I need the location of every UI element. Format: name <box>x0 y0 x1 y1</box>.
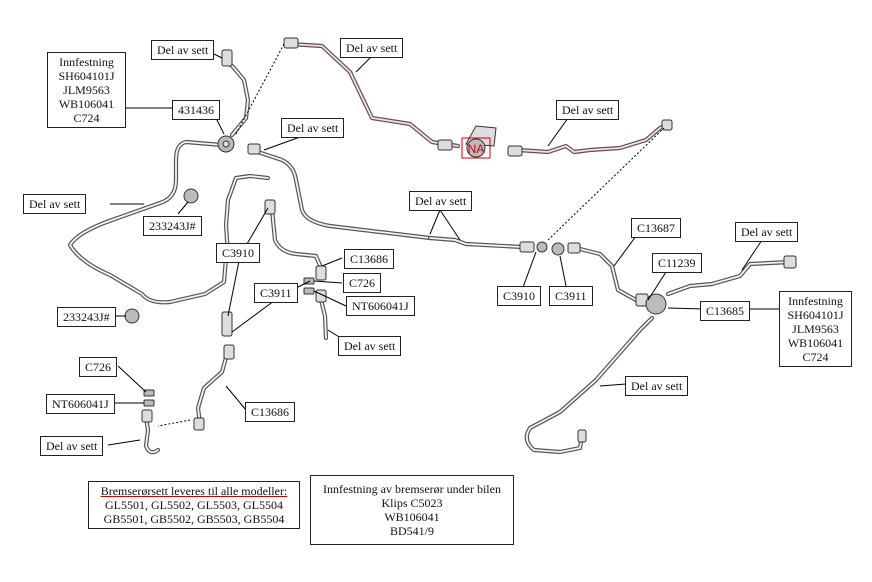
innfestning-right-box: Innfestning SH604101J JLM9563 WB106041 C… <box>779 291 852 367</box>
note-mount-box: Innfestning av bremserør under bilen Kli… <box>310 475 514 545</box>
fitting <box>507 145 523 157</box>
fitting <box>247 143 261 155</box>
fitting <box>221 49 233 67</box>
innfestning-left-line: JLM9563 <box>63 83 110 97</box>
label-233243j: 233243J# <box>143 216 202 236</box>
label-c13685: C13685 <box>700 301 751 321</box>
label-del-av-sett: Del av sett <box>338 336 402 356</box>
innfestning-right-line: C724 <box>802 350 829 364</box>
label-del-av-sett: Del av sett <box>281 118 345 138</box>
label-c3911: C3911 <box>549 286 593 306</box>
brake-pipe-left-loop <box>67 139 229 305</box>
explode-line <box>235 43 285 135</box>
fitting <box>223 344 235 360</box>
innfestning-left-line: C724 <box>73 111 100 125</box>
fitting <box>437 139 453 151</box>
label-c726: C726 <box>79 357 118 377</box>
label-del-av-sett: Del av sett <box>151 40 215 60</box>
brake-pipe-main <box>249 147 525 250</box>
innfestning-right-line: Innfestning <box>788 294 843 308</box>
fitting <box>577 429 587 443</box>
note-models-line: Bremserørsett leveres til alle modeller: <box>100 484 288 498</box>
fitting <box>193 417 205 431</box>
label-c3910: C3910 <box>497 286 542 306</box>
grommet-233243j-icon <box>183 188 199 204</box>
label-del-av-sett: Del av sett <box>556 100 620 120</box>
label-del-av-sett: Del av sett <box>23 194 87 214</box>
innfestning-left-line: SH604101J <box>58 69 115 83</box>
label-del-av-sett: Del av sett <box>409 191 473 211</box>
note-mount-line: WB106041 <box>384 510 440 524</box>
clip-c726-icon <box>143 389 155 397</box>
brake-pipe-upper-left <box>223 57 251 138</box>
label-del-av-sett: Del av sett <box>40 436 104 456</box>
label-c726: C726 <box>343 273 382 293</box>
label-c3910: C3910 <box>216 243 261 263</box>
fitting <box>661 119 673 131</box>
label-c11239: C11239 <box>652 253 702 273</box>
brake-pipe-right <box>524 245 793 455</box>
nut-nt606041j-icon <box>143 399 155 407</box>
label-c13686: C13686 <box>245 402 296 422</box>
label-431436: 431436 <box>172 100 220 120</box>
nut-nt606041j-icon <box>303 287 315 295</box>
explode-line <box>547 127 665 241</box>
note-mount-line: Innfestning av bremserør under bilen <box>323 482 501 496</box>
na-marker: NA <box>468 142 485 156</box>
label-c13686: C13686 <box>344 249 395 269</box>
label-nt606041j: NT606041J <box>46 394 115 414</box>
fitting <box>264 199 276 215</box>
t-piece-c11239-icon <box>645 293 667 315</box>
innfestning-left-line: WB106041 <box>58 97 115 111</box>
fitting <box>283 37 299 49</box>
junction-icon <box>466 138 486 158</box>
innfestning-right-line: WB106041 <box>787 336 844 350</box>
innfestning-right-line: SH604101J <box>787 308 844 322</box>
explode-line <box>157 419 191 427</box>
union-c3910-icon <box>536 241 548 253</box>
fitting <box>567 242 581 254</box>
flex-hose-left <box>269 207 329 341</box>
innfestning-left-box: Innfestning SH604101J JLM9563 WB106041 C… <box>47 52 126 128</box>
innfestning-right-line: JLM9563 <box>792 322 839 336</box>
fitting <box>783 255 797 269</box>
label-del-av-sett: Del av sett <box>625 376 689 396</box>
note-mount-line: BD541/9 <box>389 524 434 538</box>
brake-pipe-lower-left <box>143 347 231 455</box>
fitting <box>141 409 153 423</box>
label-233243j: 233243J# <box>57 307 116 327</box>
fittings <box>124 37 797 443</box>
note-mount-line: Klips C5023 <box>381 496 443 510</box>
label-c13687: C13687 <box>631 218 682 238</box>
na-marker-box <box>461 137 491 159</box>
grommet-233243j-icon <box>124 308 140 324</box>
note-models-line: GL5501, GL5502, GL5503, GL5504 <box>105 498 283 512</box>
brake-pipe-hook <box>223 173 271 258</box>
label-del-av-sett: Del av sett <box>735 222 799 242</box>
note-models-box: Bremserørsett leveres til alle modeller:… <box>88 481 300 529</box>
innfestning-left-line: Innfestning <box>59 55 114 69</box>
fitting <box>315 265 327 281</box>
fitting <box>519 241 535 253</box>
label-nt606041j: NT606041J <box>346 296 415 316</box>
note-models-line: GB5501, GB5502, GB5503, GB5504 <box>103 512 285 526</box>
flex-hose-end <box>221 311 233 337</box>
label-c3911: C3911 <box>254 283 298 303</box>
label-del-av-sett: Del av sett <box>340 38 404 58</box>
brake-pipe-upper-exploded <box>287 41 671 155</box>
union-c3911-icon <box>551 242 565 256</box>
valve-core <box>222 140 230 148</box>
